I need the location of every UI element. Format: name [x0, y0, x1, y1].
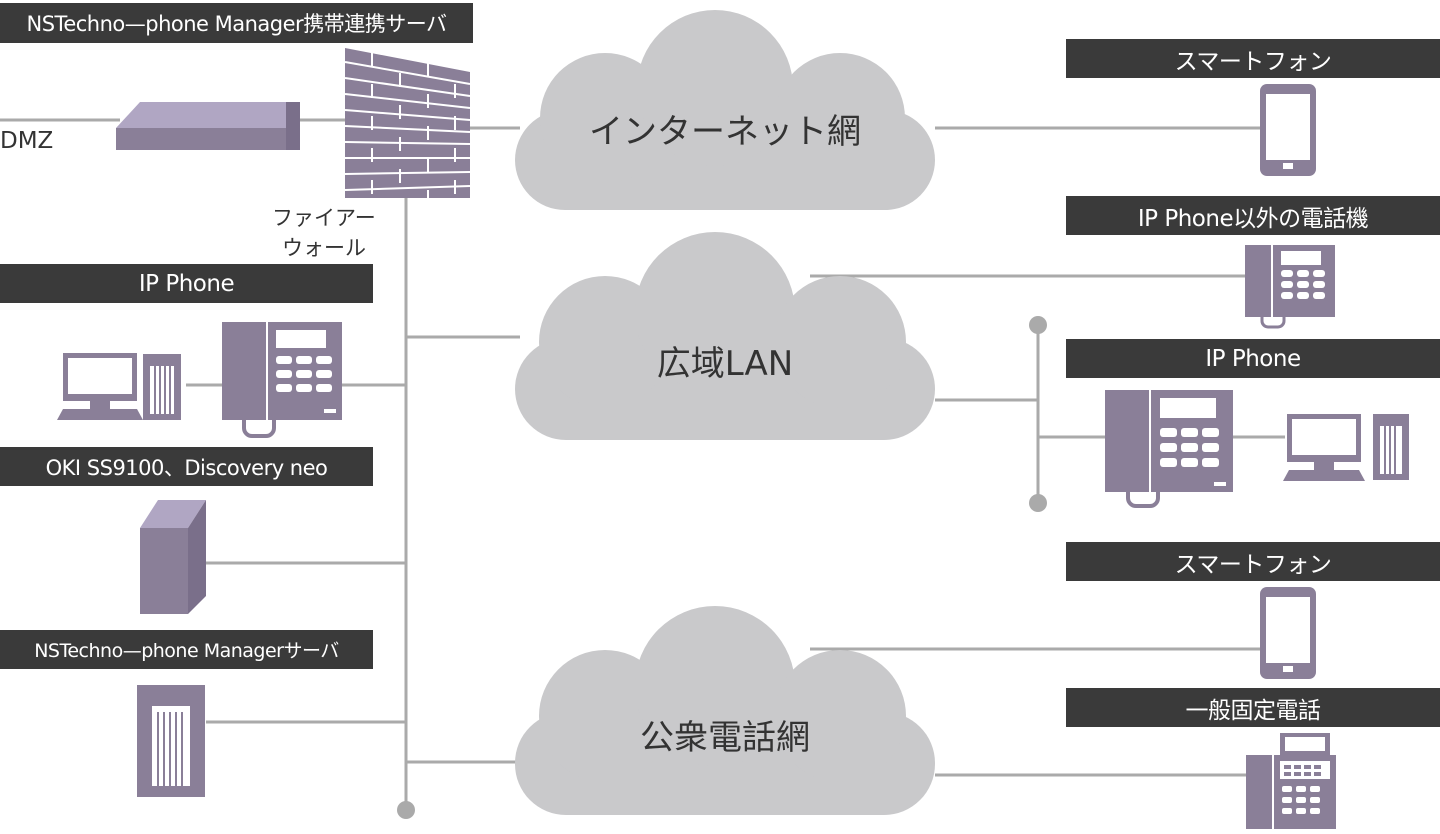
smartphone-icon [1260, 84, 1316, 176]
cloud-pstn-icon [515, 606, 935, 815]
internet-cloud-label: インターネット網 [589, 112, 861, 152]
ip-phone-label-right: IP Phone [1066, 339, 1440, 378]
cloud-wan-icon [515, 232, 935, 440]
smartphone-label-top: スマートフォン [1066, 39, 1440, 78]
line-end-dot [1029, 494, 1047, 512]
pstn-cloud-label: 公衆電話網 [640, 718, 810, 758]
desk-phone-icon [222, 322, 342, 438]
top-server-label: NSTechno—phone Manager携帯連携サーバ [0, 3, 473, 43]
manager-server-label: NSTechno—phone Managerサーバ [0, 630, 373, 669]
connection-lines [0, 118, 1285, 810]
pc-icon [1283, 414, 1365, 481]
desk-phone-icon [1245, 245, 1335, 329]
fixed-phone-label: 一般固定電話 [1066, 688, 1440, 727]
smartphone-label-bottom: スマートフォン [1066, 542, 1440, 581]
manager-server-icon [137, 685, 205, 797]
pc-icon [57, 353, 143, 420]
fixed-phone-icon [1246, 733, 1336, 829]
desk-phone-icon [1105, 390, 1233, 508]
cloud-internet-icon [515, 10, 935, 210]
line-end-dot [1029, 316, 1047, 334]
firewall-icon [344, 48, 471, 198]
tower-icon [1373, 414, 1409, 480]
ip-phone-label-left: IP Phone [0, 264, 373, 303]
firewall-label-line1: ファイアー [272, 206, 376, 230]
pbx-server-icon [140, 500, 206, 614]
firewall-label-line2: ウォール [282, 236, 366, 260]
wan-cloud-label: 広域LAN [656, 344, 794, 384]
smartphone-icon [1260, 587, 1316, 679]
server-appliance-icon [116, 102, 300, 150]
other-phone-label: IP Phone以外の電話機 [1066, 196, 1440, 235]
tower-icon [143, 354, 181, 420]
dmz-label: DMZ [0, 128, 54, 154]
pbx-label: OKI SS9100、Discovery neo [0, 447, 373, 486]
line-end-dot [397, 801, 415, 819]
